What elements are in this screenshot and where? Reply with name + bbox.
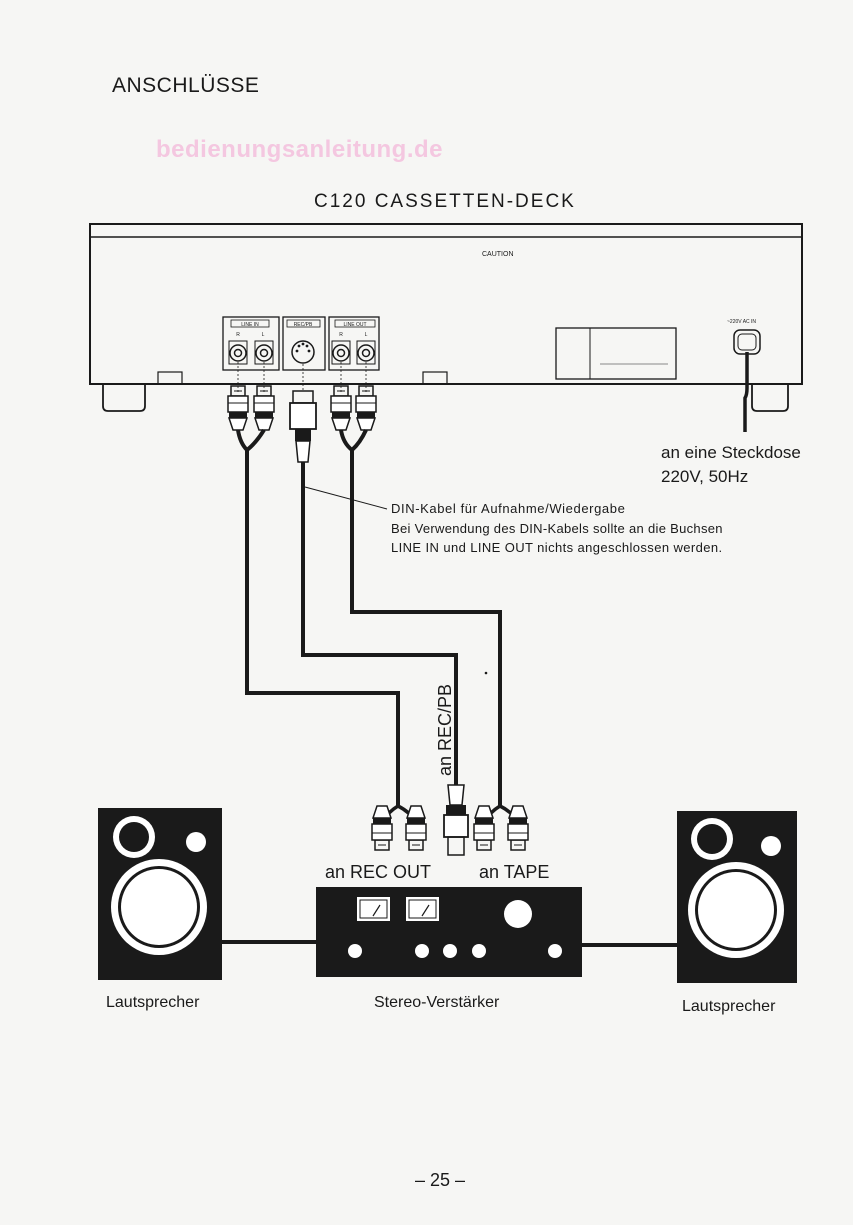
line-out-label: LINE OUT [343,322,366,328]
rec-out-label: an REC OUT [325,862,432,882]
amplifier-plugs [371,784,529,856]
cassette-deck: CAUTION LINE IN REC/PB LINE OUT R L R L [89,223,803,432]
page-heading: ANSCHLÜSSE [112,74,260,97]
ac-in-label: ~220V AC IN [727,319,756,325]
cables [222,428,677,947]
power-cord [743,352,749,432]
socket-label-line1: an eine Steckdose [661,443,801,462]
rec-pb-label: REC/PB [294,322,313,328]
page-number: – 25 – [415,1170,466,1190]
line-in-label: LINE IN [241,322,259,328]
deck-title: C120 CASSETTEN-DECK [314,191,576,212]
line-in-l-label: L [262,332,265,338]
rec-pb-vertical-label: an REC/PB [435,684,455,776]
din-note-line2: LINE IN und LINE OUT nichts angeschlosse… [391,540,723,555]
speaker-right-label: Lautsprecher [682,998,776,1015]
line-out-jacks [328,316,380,371]
amplifier-label: Stereo-Verstärker [374,994,500,1011]
speaker-left-label: Lautsprecher [106,994,200,1011]
deck-plugs [227,385,377,463]
watermark: bedienungsanleitung.de [156,136,444,163]
din-leader-line [304,486,388,510]
din-cable-label: DIN-Kabel für Aufnahme/Wiedergabe [391,501,626,516]
rec-pb-jack [282,316,326,371]
stereo-amplifier [316,887,582,977]
speaker-right [677,811,797,983]
line-in-jacks [222,316,280,371]
socket-label-line2: 220V, 50Hz [661,467,749,486]
line-out-l-label: L [365,332,368,338]
din-note-line1: Bei Verwendung des DIN-Kabels sollte an … [391,521,723,536]
line-in-r-label: R [236,332,240,338]
tape-label: an TAPE [479,862,550,882]
caution-label: CAUTION [482,251,514,258]
speaker-left [98,808,222,980]
line-out-r-label: R [339,332,343,338]
